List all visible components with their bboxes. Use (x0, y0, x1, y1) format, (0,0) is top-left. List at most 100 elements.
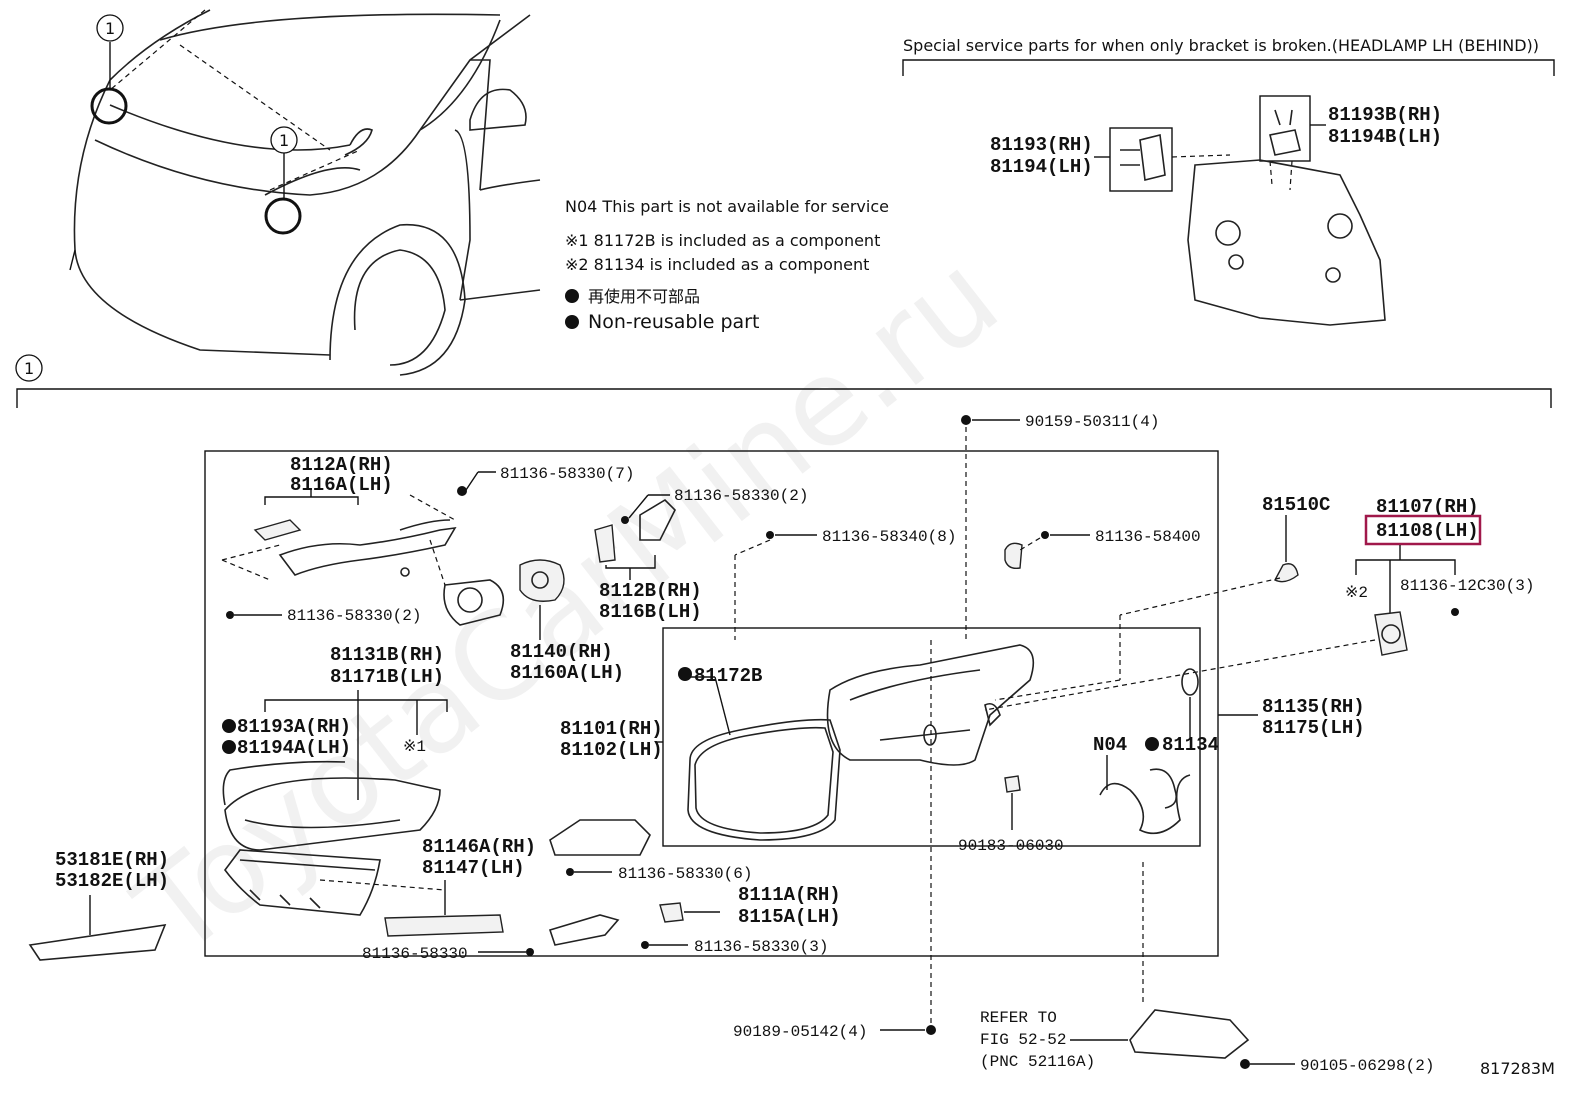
callout-1-top: 1 (96, 14, 124, 42)
bolt-90159 (961, 415, 1020, 640)
bracket-parts-group (1094, 95, 1386, 326)
special-service-bracket-line (902, 59, 1555, 76)
cap-81136-400 (1004, 531, 1090, 570)
headlamp-housing-subbox (662, 627, 1201, 847)
label-81135: 81135(RH) (1262, 696, 1365, 718)
label-81171b: 81171B(LH) (330, 666, 444, 688)
screw-81136-58330 (478, 948, 534, 956)
label-81194a: 81194A(LH) (237, 737, 351, 759)
part-lower-lamp (549, 819, 651, 876)
label-90183: 90183-06030 (958, 837, 1064, 855)
label-81136-58340-8: 81136-58340(8) (822, 528, 956, 546)
part-8112a (221, 489, 457, 581)
label-81107: 81107(RH) (1376, 496, 1479, 518)
section-bracket-line (16, 388, 1552, 408)
label-81136-58330-7: 81136-58330(7) (500, 465, 634, 483)
label-90189: 90189-05142(4) (733, 1023, 867, 1041)
label-90159: 90159-50311(4) (1025, 413, 1159, 431)
refer-line-3: (PNC 52116A) (980, 1053, 1095, 1071)
part-90183 (1004, 775, 1021, 830)
label-k1-mark: ※1 (403, 738, 426, 756)
legend-k2: ※2 81134 is included as a component (565, 255, 869, 274)
label-81172b: 81172B (694, 665, 762, 687)
label-81134: 81134 (1162, 734, 1219, 756)
headlamp-assembly-box (204, 450, 1219, 957)
label-8115a: 8115A(LH) (738, 906, 841, 928)
label-n04: N04 (1093, 734, 1127, 756)
label-8116b: 8116B(LH) (599, 601, 702, 623)
label-81140: 81140(RH) (510, 641, 613, 663)
nonreusable-dot-icon (222, 740, 236, 754)
label-81146a: 81146A(RH) (422, 836, 536, 858)
screw-81136-2a (621, 494, 676, 541)
nonreusable-dot-icon (678, 667, 692, 681)
part-8112b (594, 524, 656, 580)
label-81136-58330-3: 81136-58330(3) (694, 938, 828, 956)
label-81147: 81147(LH) (422, 857, 525, 879)
label-81175: 81175(LH) (1262, 717, 1365, 739)
nonreusable-dot-icon (222, 719, 236, 733)
part-81131b-lens (222, 690, 448, 916)
label-81131b: 81131B(RH) (330, 644, 444, 666)
label-81136-58330: 81136-58330 (362, 945, 468, 963)
label-81160a: 81160A(LH) (510, 662, 624, 684)
svg-text:1: 1 (279, 131, 289, 150)
label-81101: 81101(RH) (560, 718, 663, 740)
label-90105: 90105-06298(2) (1300, 1057, 1434, 1075)
legend-nonreuse-jp: 再使用不可部品 (588, 287, 700, 306)
part-81101-housing (655, 644, 1035, 766)
label-8111a: 8111A(RH) (738, 884, 841, 906)
label-81136-12c30: 81136-12C30(3) (1400, 577, 1534, 595)
label-81136-58330-6: 81136-58330(6) (618, 865, 752, 883)
label-81136-58330-2b: 81136-58330(2) (287, 607, 421, 625)
special-service-note: Special service parts for when only brac… (903, 36, 1539, 55)
nonreusable-dot-icon (565, 289, 579, 303)
label-k2-mark: ※2 (1345, 584, 1368, 602)
highlight-81108 (1364, 514, 1482, 546)
car-overview-illustration (69, 9, 541, 376)
callout-1-mid: 1 (270, 126, 298, 154)
part-53181e (28, 895, 167, 961)
label-8112a: 8112A(RH) (290, 454, 393, 476)
nonreusable-dot-icon (1145, 737, 1159, 751)
label-8112b: 8112B(RH) (599, 580, 702, 602)
part-81140 (429, 539, 565, 640)
part-81135-leader (994, 679, 1258, 716)
svg-text:1: 1 (24, 359, 34, 378)
part-81172b-gasket (687, 676, 841, 841)
callout-1-section: 1 (15, 354, 43, 382)
nonreusable-dot-icon (565, 315, 579, 329)
label-53182e: 53182E(LH) (55, 870, 169, 892)
screw-81136-340 (734, 531, 817, 640)
label-81510c: 81510C (1262, 494, 1330, 516)
label-8116a: 8116A(LH) (290, 474, 393, 496)
label-81136-58400: 81136-58400 (1095, 528, 1201, 546)
screw-81136-2b (226, 611, 282, 619)
screw-81136-7 (457, 471, 496, 496)
svg-text:1: 1 (105, 19, 115, 38)
label-81136-58330-2a: 81136-58330(2) (674, 487, 808, 505)
label-81193b: 81193B(RH) (1328, 104, 1442, 126)
label-81194b: 81194B(LH) (1328, 126, 1442, 148)
reference-number: 817283M (1480, 1059, 1555, 1078)
part-52116a-bracket (1070, 862, 1295, 1069)
refer-line-1: REFER TO (980, 1009, 1057, 1027)
label-81193: 81193(RH) (990, 134, 1093, 156)
part-8111a (548, 902, 720, 949)
legend-k1: ※1 81172B is included as a component (565, 231, 880, 250)
legend: N04 This part is not available for servi… (565, 197, 889, 333)
part-81146a (319, 879, 504, 937)
part-81134-harness (1099, 668, 1199, 835)
bolt-90189 (880, 640, 936, 1035)
legend-n04: N04 This part is not available for servi… (565, 197, 889, 216)
refer-line-2: FIG 52-52 (980, 1031, 1066, 1049)
label-81108: 81108(LH) (1376, 520, 1479, 542)
part-81108-leader (984, 545, 1459, 711)
label-81193a: 81193A(RH) (237, 716, 351, 738)
label-81194: 81194(LH) (990, 156, 1093, 178)
label-53181e: 53181E(RH) (55, 849, 169, 871)
part-81510c (1119, 515, 1299, 680)
legend-nonreuse-en: Non-reusable part (588, 311, 759, 333)
label-81102: 81102(LH) (560, 739, 663, 761)
